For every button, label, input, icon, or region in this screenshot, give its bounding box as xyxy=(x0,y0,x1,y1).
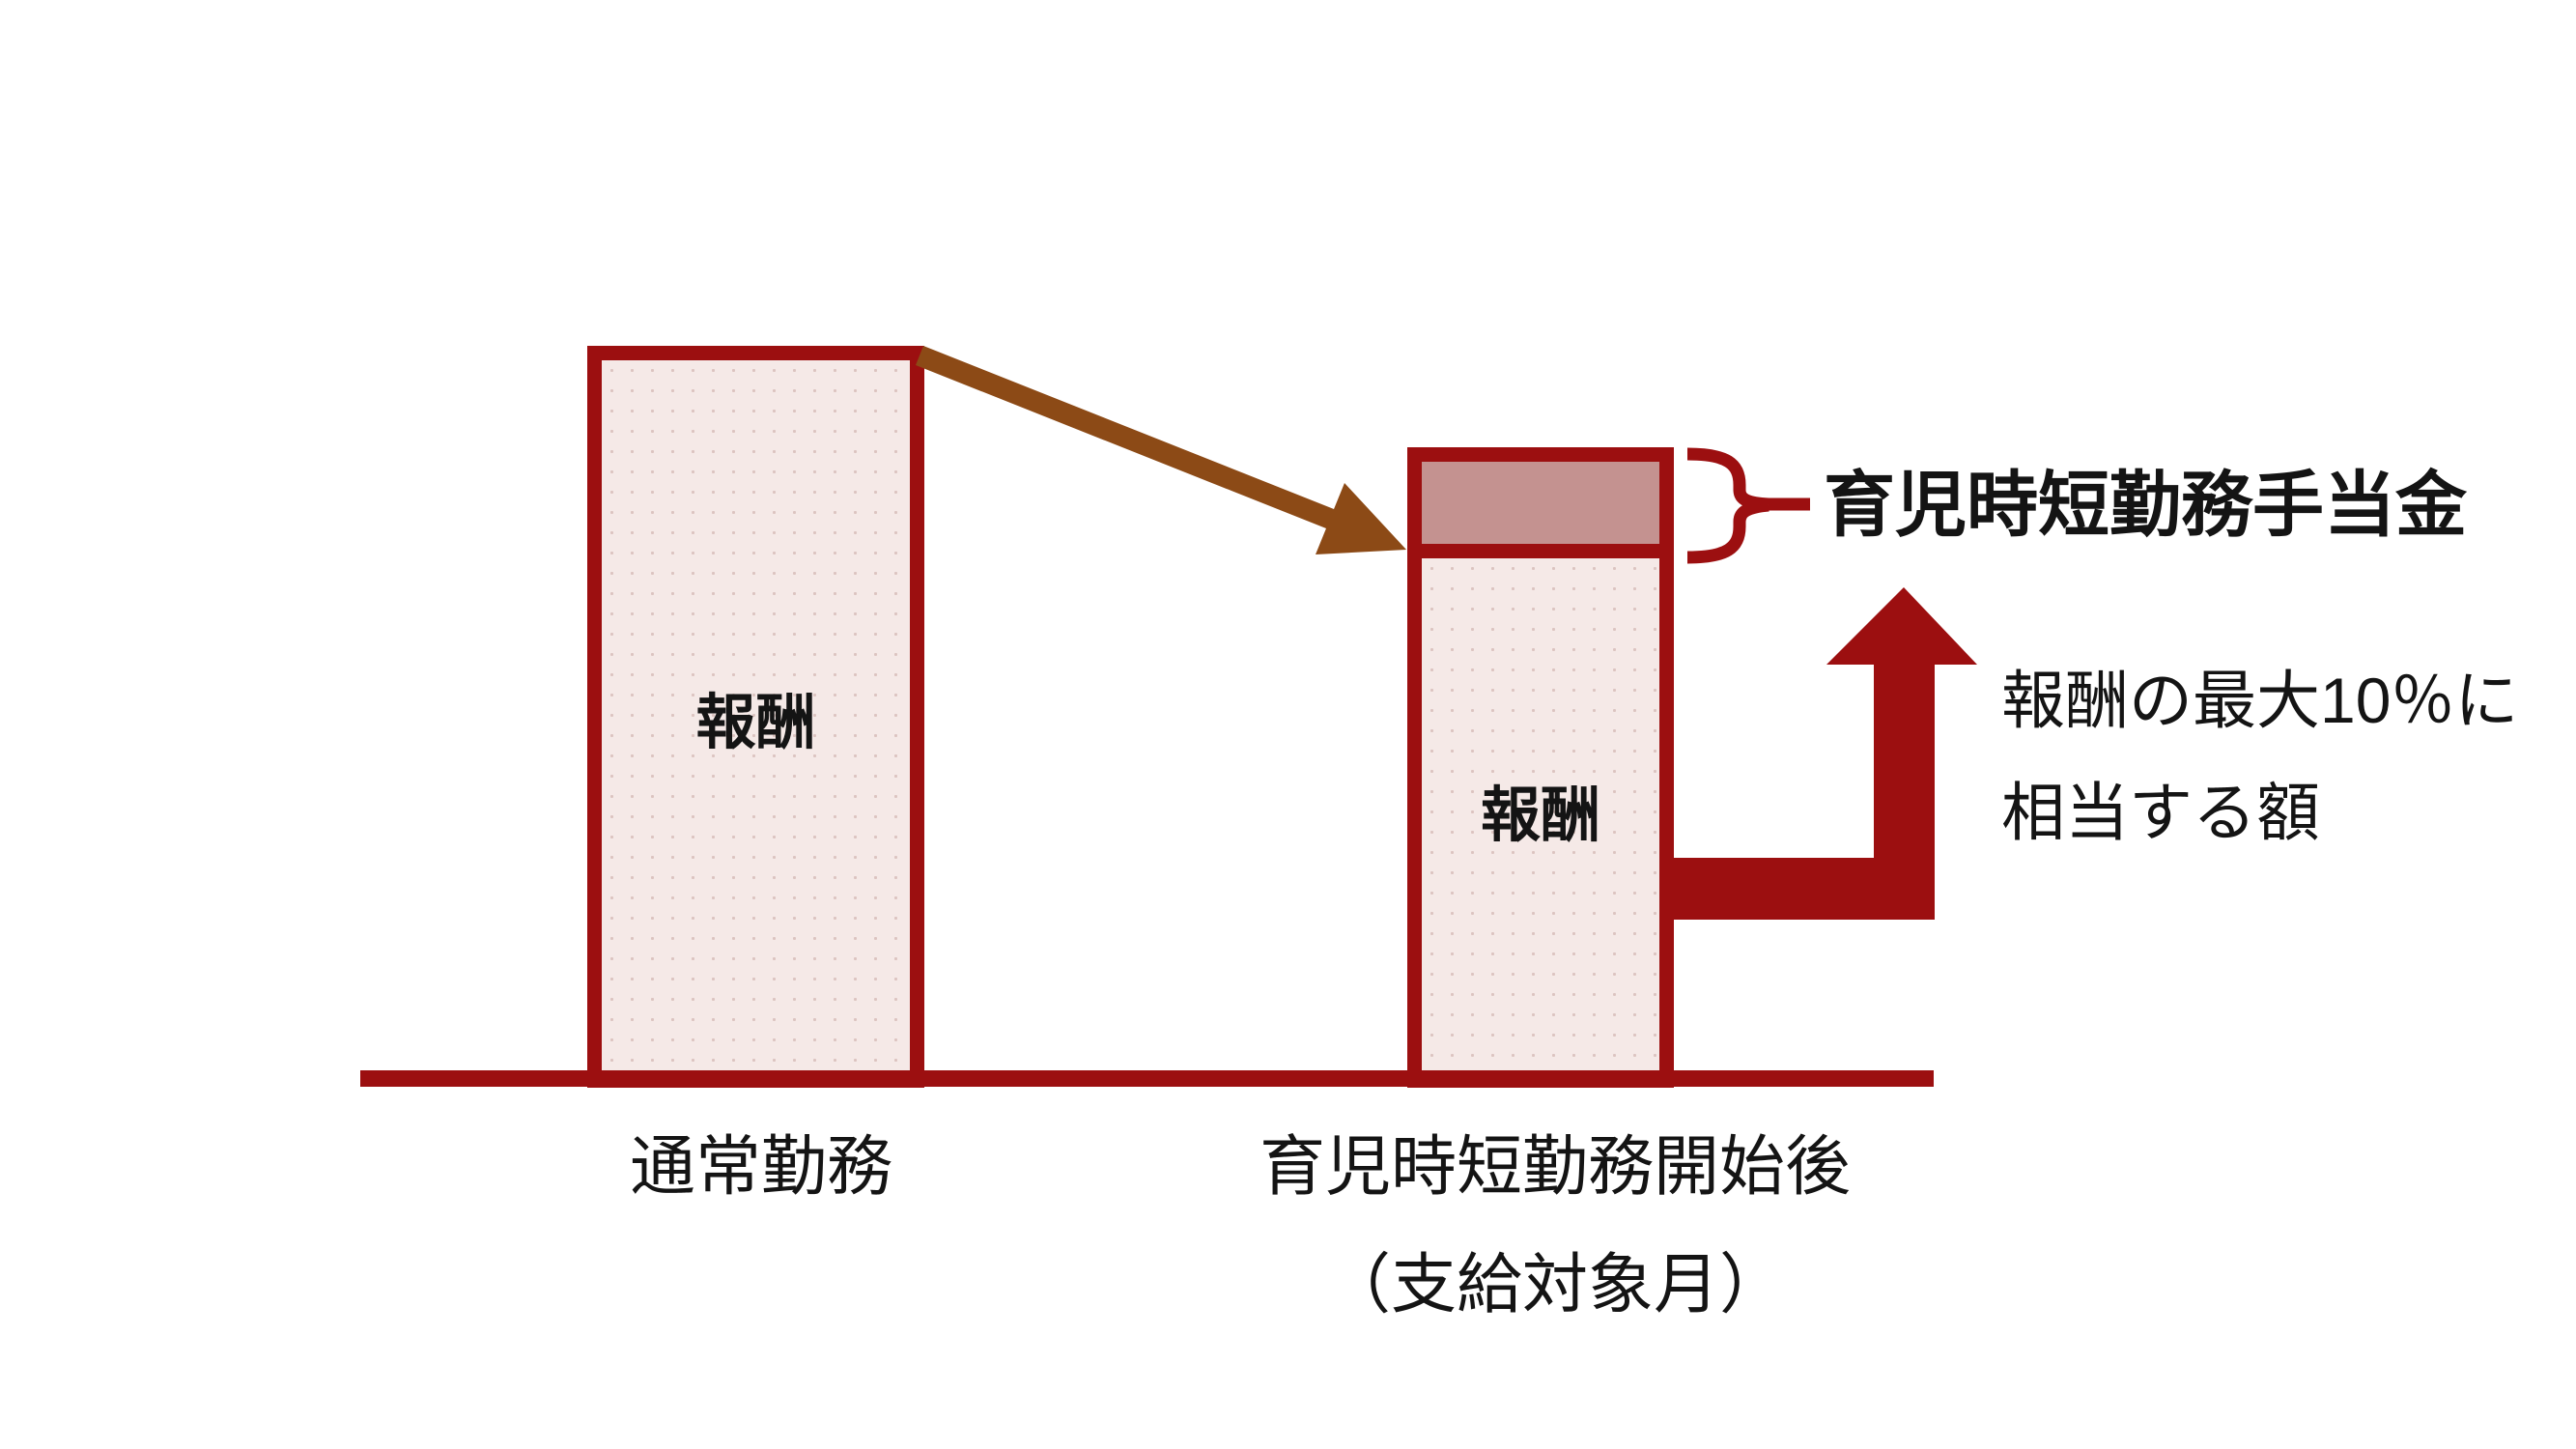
bar-normal-work: 報酬 xyxy=(587,346,924,1088)
allowance-divider xyxy=(1422,544,1659,558)
amount-note-line2: 相当する額 xyxy=(2001,777,2320,848)
axis-label-short-time-work: 育児時短勤務開始後 （支給対象月） xyxy=(1169,1134,1941,1318)
allowance-band xyxy=(1422,462,1659,544)
increase-arrow xyxy=(1674,587,1977,920)
bar-short-time-work: 報酬 xyxy=(1407,447,1674,1088)
allowance-label: 育児時短勤務手当金 xyxy=(1824,465,2467,545)
amount-note: 報酬の最大10％に 相当する額 xyxy=(2001,668,2518,844)
axis-label-normal-work: 通常勤務 xyxy=(629,1130,892,1204)
bar-short-label: 報酬 xyxy=(1422,558,1659,1073)
decrease-arrow xyxy=(916,346,1406,554)
axis-label-short-line2: （支給対象月） xyxy=(1324,1248,1785,1321)
allowance-brace-icon xyxy=(1686,447,1810,564)
axis-label-short-line1: 育児時短勤務開始後 xyxy=(1259,1130,1851,1204)
baseline xyxy=(360,1070,1934,1087)
bar-normal-label: 報酬 xyxy=(695,690,816,756)
amount-note-line1: 報酬の最大10％に xyxy=(2001,665,2519,736)
